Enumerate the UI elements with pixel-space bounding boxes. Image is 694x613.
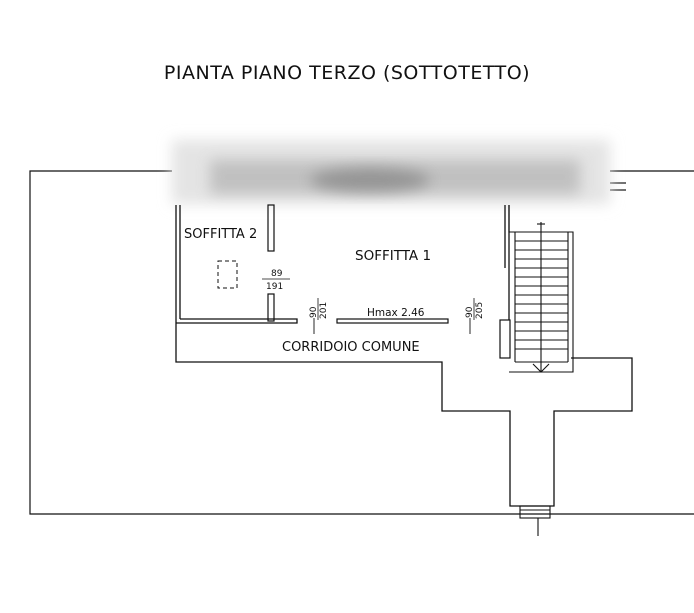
entrance [519, 505, 551, 536]
door1-dims: 90 201 [309, 298, 329, 320]
staircase [508, 205, 574, 373]
door2-height-label: 205 [475, 302, 485, 319]
room-label-soffitta-1: SOFFITTA 1 [355, 248, 431, 264]
skylight-icon [217, 260, 238, 289]
window-width-label: 89 [271, 269, 283, 279]
room-label-soffitta-2: SOFFITTA 2 [184, 227, 257, 242]
door-openings [336, 318, 511, 359]
door1-width-label: 90 [309, 306, 319, 318]
door2-dims: 90 205 [465, 298, 485, 320]
partition-wall [267, 204, 275, 322]
door1-height-label: 201 [319, 302, 329, 319]
hmax-label: Hmax 2.46 [367, 307, 425, 319]
outer-outline [29, 170, 694, 515]
corridor-outline [175, 323, 633, 507]
door2-width-label: 90 [465, 306, 475, 318]
window-height-label: 191 [266, 282, 283, 292]
plan-title: PIANTA PIANO TERZO (SOTTOTETTO) [163, 62, 531, 84]
redacted-area [172, 140, 610, 204]
room-label-corridoio: CORRIDOIO COMUNE [282, 340, 420, 355]
attic-walls [175, 205, 510, 324]
